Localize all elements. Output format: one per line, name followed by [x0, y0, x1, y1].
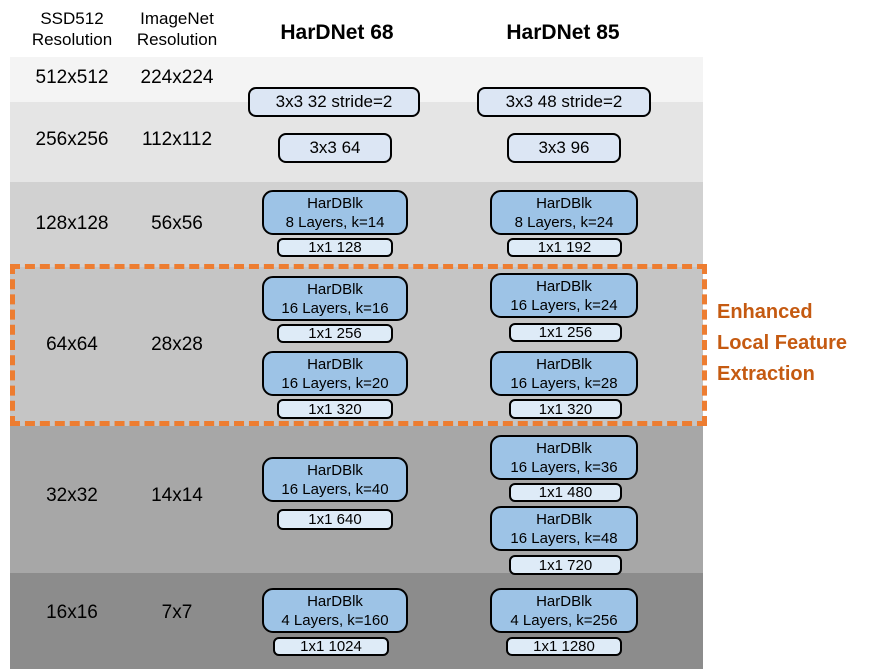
imagenet-res-row2: 112x112: [141, 129, 213, 150]
hardblk-detail: 8 Layers, k=24: [514, 213, 614, 231]
hardnet85-stage5-hardblk1: HarDBlk 16 Layers, k=36: [490, 435, 638, 480]
hardblk-detail: 16 Layers, k=36: [510, 458, 618, 476]
hardnet85-stage4-transition1: 1x1 256: [509, 323, 622, 342]
hardnet68-stage5-transition: 1x1 640: [277, 509, 393, 530]
hardnet68-stage6-hardblk: HarDBlk 4 Layers, k=160: [262, 588, 408, 633]
hardnet85-stage6-hardblk: HarDBlk 4 Layers, k=256: [490, 588, 638, 633]
imagenet-resolution-header: ImageNet Resolution: [136, 9, 218, 49]
hardblk-detail: 16 Layers, k=20: [281, 374, 389, 392]
hardnet85-header: HarDNet 85: [506, 21, 620, 44]
hardnet85-stem-conv1: 3x3 48 stride=2: [477, 87, 651, 117]
hardblk-title: HarDBlk: [307, 355, 363, 373]
hardnet68-stage3-hardblk: HarDBlk 8 Layers, k=14: [262, 190, 408, 235]
hardnet85-stage5-hardblk2: HarDBlk 16 Layers, k=48: [490, 506, 638, 551]
enhanced-local-feature-extraction-label: Enhanced Local Feature Extraction: [717, 301, 848, 385]
hardblk-title: HarDBlk: [536, 194, 592, 212]
hardblk-title: HarDBlk: [536, 439, 592, 457]
hardblk-detail: 16 Layers, k=16: [281, 299, 389, 317]
hardnet68-stage5-hardblk: HarDBlk 16 Layers, k=40: [262, 457, 408, 502]
hardnet68-stage4-transition1: 1x1 256: [277, 324, 393, 343]
imagenet-res-row1: 224x224: [140, 67, 214, 88]
hardnet85-stage4-transition2: 1x1 320: [509, 399, 622, 419]
hardnet68-stage3-transition: 1x1 128: [277, 238, 393, 257]
hardnet85-stage6-transition: 1x1 1280: [506, 637, 622, 656]
imagenet-res-row6: 7x7: [161, 602, 193, 623]
hardblk-title: HarDBlk: [307, 194, 363, 212]
hardblk-title: HarDBlk: [536, 510, 592, 528]
ssd-res-row5: 32x32: [46, 485, 98, 506]
hardnet68-stage4-hardblk1: HarDBlk 16 Layers, k=16: [262, 276, 408, 321]
hardblk-title: HarDBlk: [536, 592, 592, 610]
hardblk-detail: 4 Layers, k=256: [510, 611, 618, 629]
hardnet85-stage4-hardblk1: HarDBlk 16 Layers, k=24: [490, 273, 638, 318]
hardnet85-stem-conv2: 3x3 96: [507, 133, 621, 163]
hardblk-title: HarDBlk: [536, 355, 592, 373]
hardnet68-stem-conv1: 3x3 32 stride=2: [248, 87, 420, 117]
ssd-res-row2: 256x256: [35, 129, 109, 150]
hardblk-detail: 16 Layers, k=40: [281, 480, 389, 498]
hardnet85-stage5-transition2: 1x1 720: [509, 555, 622, 575]
imagenet-res-row5: 14x14: [151, 485, 203, 506]
hardblk-detail: 16 Layers, k=28: [510, 374, 618, 392]
ssd-res-row1: 512x512: [35, 67, 109, 88]
hardnet68-stage4-transition2: 1x1 320: [277, 399, 393, 419]
hardblk-title: HarDBlk: [307, 592, 363, 610]
ssd-res-row3: 128x128: [35, 213, 109, 234]
ssd-res-row4: 64x64: [46, 334, 98, 355]
hardblk-title: HarDBlk: [307, 461, 363, 479]
hardnet85-stage3-transition: 1x1 192: [507, 238, 622, 257]
ssd-res-row6: 16x16: [46, 602, 98, 623]
hardblk-title: HarDBlk: [536, 277, 592, 295]
enhanced-feature-highlight-box: [10, 264, 707, 426]
hardnet68-stage6-transition: 1x1 1024: [273, 637, 389, 656]
hardnet85-stage5-transition1: 1x1 480: [509, 483, 622, 502]
imagenet-res-row3: 56x56: [151, 213, 203, 234]
hardnet68-stem-conv2: 3x3 64: [278, 133, 392, 163]
hardnet85-stage3-hardblk: HarDBlk 8 Layers, k=24: [490, 190, 638, 235]
hardblk-detail: 16 Layers, k=24: [510, 296, 618, 314]
hardnet85-stage4-hardblk2: HarDBlk 16 Layers, k=28: [490, 351, 638, 396]
ssd-resolution-header: SSD512 Resolution: [31, 9, 113, 49]
hardblk-detail: 4 Layers, k=160: [281, 611, 389, 629]
hardblk-detail: 8 Layers, k=14: [285, 213, 385, 231]
hardnet68-stage4-hardblk2: HarDBlk 16 Layers, k=20: [262, 351, 408, 396]
imagenet-res-row4: 28x28: [151, 334, 203, 355]
hardnet68-header: HarDNet 68: [280, 21, 394, 44]
hardblk-detail: 16 Layers, k=48: [510, 529, 618, 547]
hardblk-title: HarDBlk: [307, 280, 363, 298]
